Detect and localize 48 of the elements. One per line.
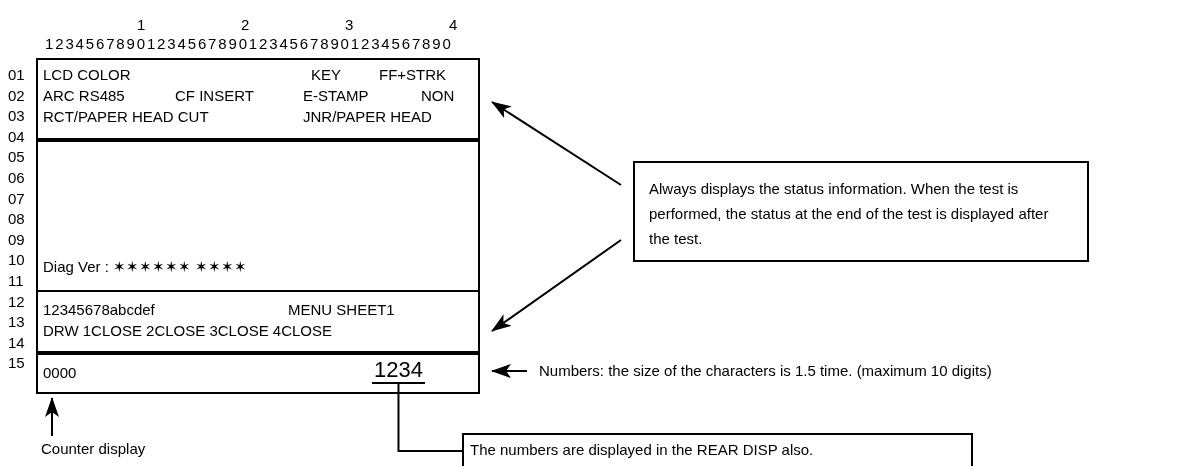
display-text: DRW 1CLOSE 2CLOSE 3CLOSE 4CLOSE [43, 322, 332, 339]
row-number: 06 [8, 169, 25, 186]
display-text: FF+STRK [379, 66, 447, 83]
arrow [491, 239, 622, 332]
row-number: 13 [8, 313, 25, 331]
row-number: 04 [8, 127, 25, 145]
screen-section [36, 58, 480, 142]
display-text: Diag Ver : ✶✶✶✶✶✶ ✶✶✶✶ [43, 258, 248, 275]
row-number: 01 [8, 66, 25, 83]
row-number: 05 [8, 148, 25, 166]
row-number: 09 [8, 230, 25, 248]
column-number: 4 [449, 16, 458, 33]
display-text: LCD COLOR [43, 66, 131, 83]
screen-section [36, 290, 480, 355]
display-text: RCT/PAPER HEAD CUT [43, 108, 209, 125]
row-number: 12 [8, 292, 25, 310]
row-number: 15 [8, 354, 25, 372]
callout-box: Always displays the status information. When the test is performed, the status at the end of the test is displayed after the test. [633, 161, 1089, 262]
column-number: 3 [345, 16, 354, 33]
display-text: CF INSERT [175, 87, 254, 104]
row-number: 02 [8, 86, 25, 104]
row-number: 03 [8, 107, 25, 125]
display-text: JNR/PAPER HEAD [303, 108, 432, 125]
callout-box: The numbers are displayed in the REAR DISP also. [462, 433, 973, 466]
column-ruler: 1234567890123456789012345678901234567890 [45, 35, 453, 52]
screen-section [36, 138, 480, 292]
arrow [45, 397, 59, 437]
row-number: 14 [8, 333, 25, 351]
row-number: 08 [8, 210, 25, 228]
display-text: KEY [311, 66, 341, 83]
arrow [491, 101, 622, 186]
arrow [491, 364, 528, 378]
column-number: 2 [241, 16, 250, 33]
counter-number: 1234 [372, 358, 425, 384]
display-text: NON [421, 87, 455, 104]
display-text: 12345678abcdef [43, 301, 155, 318]
column-number: 1 [137, 16, 146, 33]
caption-text: Counter display [41, 440, 146, 457]
screen-section [36, 351, 480, 394]
row-number: 11 [8, 272, 24, 289]
display-text: 0000 [43, 364, 77, 381]
display-text: ARC RS485 [43, 87, 125, 104]
display-text: MENU SHEET1 [288, 301, 395, 318]
note-text: Numbers: the size of the characters is 1.5 time. (maximum 10 digits) [539, 362, 992, 379]
display-text: E-STAMP [303, 87, 369, 104]
leader-line [397, 383, 463, 452]
row-number: 10 [8, 251, 25, 269]
row-number: 07 [8, 189, 25, 207]
